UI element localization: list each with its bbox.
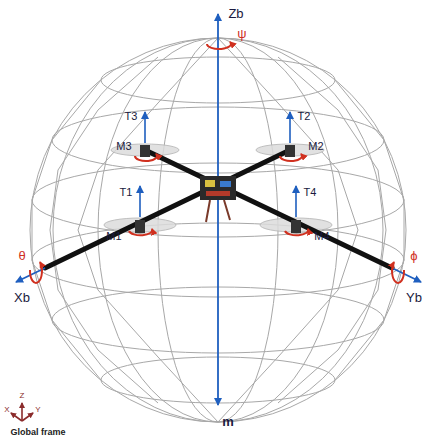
thrust-label: T4 bbox=[303, 186, 318, 198]
flight-electronics bbox=[200, 176, 236, 200]
body-axes bbox=[392, 268, 421, 282]
angle-label: θ bbox=[17, 249, 26, 263]
rotation-arrows bbox=[280, 154, 302, 161]
thrust-arrows bbox=[295, 186, 297, 217]
thrust-label: T2 bbox=[297, 110, 312, 122]
flight-electronics bbox=[205, 180, 215, 187]
global-frame-axes bbox=[11, 403, 33, 421]
frame-arms bbox=[145, 150, 392, 268]
moment-label: M2 bbox=[307, 140, 324, 152]
moment-label: M3 bbox=[115, 140, 132, 152]
propellers bbox=[104, 218, 176, 232]
motors bbox=[285, 145, 295, 157]
rotation-arrows bbox=[135, 154, 157, 161]
rotation-arrows bbox=[129, 229, 152, 235]
global-frame-axes bbox=[21, 403, 23, 421]
axis-label: Xb bbox=[13, 291, 31, 305]
thrust-arrows bbox=[144, 112, 146, 143]
flight-electronics bbox=[220, 181, 231, 187]
rotation-arrows bbox=[30, 262, 42, 283]
motors bbox=[135, 220, 145, 233]
thrust-label: T1 bbox=[119, 186, 134, 198]
axis-label: Y bbox=[34, 406, 41, 415]
rotation-arrows bbox=[285, 229, 308, 235]
mass-label: m bbox=[221, 415, 235, 429]
rotation-arrows bbox=[207, 42, 231, 49]
flight-electronics bbox=[206, 191, 230, 196]
moment-label: M1 bbox=[105, 230, 122, 242]
motors bbox=[140, 145, 150, 157]
axis-label: Zb bbox=[227, 7, 244, 21]
body-axes bbox=[16, 14, 421, 405]
rotation-arrows bbox=[392, 262, 404, 283]
body-axes bbox=[217, 200, 219, 405]
angle-label: ϕ bbox=[409, 249, 418, 263]
thrust-label: T3 bbox=[124, 110, 139, 122]
axis-label: Z bbox=[19, 392, 26, 401]
axis-label: X bbox=[3, 406, 10, 415]
frame-arms bbox=[45, 150, 290, 268]
global-frame-axes bbox=[11, 413, 22, 421]
thrust-arrows bbox=[139, 186, 141, 217]
rotation-arrows bbox=[30, 42, 404, 283]
axis-label: Yb bbox=[405, 291, 423, 305]
thrust-arrows bbox=[140, 112, 296, 217]
motors bbox=[291, 220, 301, 233]
propellers bbox=[260, 218, 332, 232]
angle-label: ψ bbox=[236, 27, 247, 41]
frame-caption: Global frame bbox=[9, 428, 66, 438]
thrust-arrows bbox=[289, 112, 291, 143]
body-axes bbox=[217, 14, 219, 176]
global-frame-axes bbox=[22, 413, 33, 421]
moment-label: M4 bbox=[313, 230, 330, 242]
